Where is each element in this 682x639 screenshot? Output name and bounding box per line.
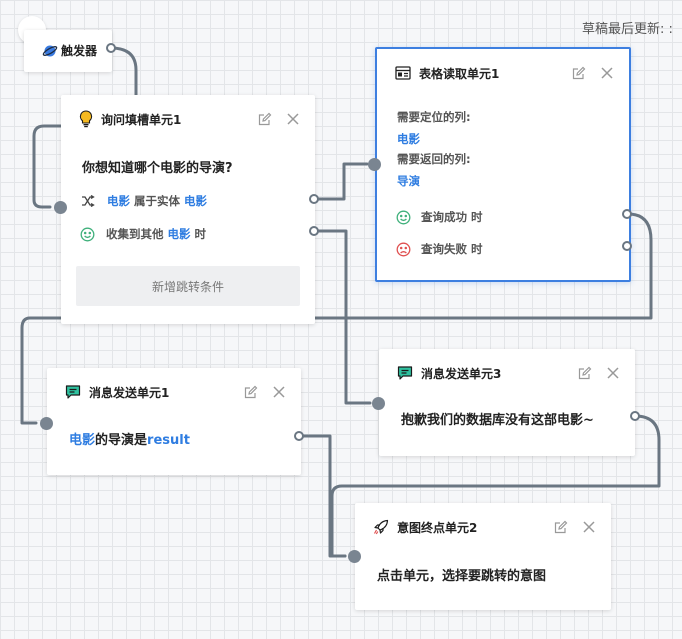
condition-row-entity[interactable]: 电影 属于实体 电影 (81, 193, 207, 209)
smile-icon (80, 227, 95, 241)
close-icon[interactable] (599, 65, 615, 81)
locate-column-label: 需要定位的列: (397, 110, 471, 124)
message-send-3-input-port[interactable] (372, 397, 385, 410)
ask-slot-input-port[interactable] (54, 201, 67, 214)
smile-icon (396, 210, 411, 224)
edit-icon[interactable] (577, 365, 593, 381)
wire-msg3-to-end (330, 414, 661, 558)
trigger-label: 触发器 (61, 44, 98, 58)
chat-icon (397, 366, 413, 380)
ask-slot-node[interactable]: 询问填槽单元1 你想知道哪个电影的导演? 电影 属于实体 电影 收集到其他 电影… (61, 95, 315, 324)
message-send-1-input-port[interactable] (40, 417, 53, 430)
close-icon[interactable] (271, 384, 287, 400)
edit-icon[interactable] (243, 384, 259, 400)
planet-icon (42, 45, 58, 56)
frown-icon (396, 242, 411, 256)
message-send-3-output-port[interactable] (630, 411, 640, 421)
lightbulb-icon (79, 110, 93, 128)
table-read-success-port[interactable] (622, 209, 632, 219)
message-send-1-output-port[interactable] (294, 431, 304, 441)
return-column-value: 导演 (397, 174, 420, 188)
shuffle-icon (82, 195, 95, 207)
table-read-input-port[interactable] (368, 158, 381, 171)
locate-column-value: 电影 (397, 132, 420, 146)
edit-icon[interactable] (571, 65, 587, 81)
query-fail-row[interactable]: 查询失败 时 (396, 241, 483, 257)
ask-slot-title: 询问填槽单元1 (79, 109, 181, 129)
wire-msg1-to-end (297, 434, 347, 558)
trigger-node[interactable]: 触发器 (24, 30, 112, 72)
chat-icon (65, 385, 81, 399)
ask-slot-output-port-2[interactable] (309, 226, 319, 236)
close-icon[interactable] (285, 111, 301, 127)
query-success-row[interactable]: 查询成功 时 (396, 209, 483, 225)
wire-success-to-msg1 (20, 212, 653, 425)
wire-trigger-to-ask (32, 46, 138, 209)
intent-end-content: 点击单元，选择要跳转的意图 (377, 569, 547, 584)
message-send-1-title: 消息发送单元1 (65, 382, 169, 402)
intent-end-node[interactable]: 意图终点单元2 点击单元，选择要跳转的意图 (355, 503, 611, 610)
table-read-fail-port[interactable] (622, 241, 632, 251)
ask-slot-output-port-1[interactable] (309, 194, 319, 204)
message-send-3-title: 消息发送单元3 (397, 363, 501, 383)
wire-cond1-to-table (312, 162, 369, 201)
intent-end-title: 意图终点单元2 (373, 517, 477, 537)
table-read-title: 表格读取单元1 (395, 63, 499, 83)
table-icon (395, 66, 411, 80)
message-send-node-3[interactable]: 消息发送单元3 抱歉我们的数据库没有这部电影~ (379, 349, 635, 456)
intent-end-input-port[interactable] (348, 550, 361, 563)
edit-icon[interactable] (553, 519, 569, 535)
trigger-output-port[interactable] (106, 43, 116, 53)
condition-row-other[interactable]: 收集到其他 电影 时 (80, 226, 206, 242)
message-send-node-1[interactable]: 消息发送单元1 电影的导演是result (47, 368, 301, 475)
edit-icon[interactable] (257, 111, 273, 127)
table-read-node[interactable]: 表格读取单元1 需要定位的列: 电影 需要返回的列: 导演 查询成功 时 查询失… (375, 47, 631, 282)
draft-status: 草稿最后更新: : (582, 22, 673, 37)
add-jump-condition-button[interactable]: 新增跳转条件 (76, 266, 300, 306)
close-icon[interactable] (581, 519, 597, 535)
return-column-label: 需要返回的列: (397, 152, 471, 166)
close-icon[interactable] (605, 365, 621, 381)
ask-slot-question: 你想知道哪个电影的导演? (82, 161, 233, 176)
message-send-1-content: 电影的导演是result (69, 433, 190, 448)
message-send-3-content: 抱歉我们的数据库没有这部电影~ (401, 413, 594, 428)
rocket-icon (373, 519, 389, 535)
